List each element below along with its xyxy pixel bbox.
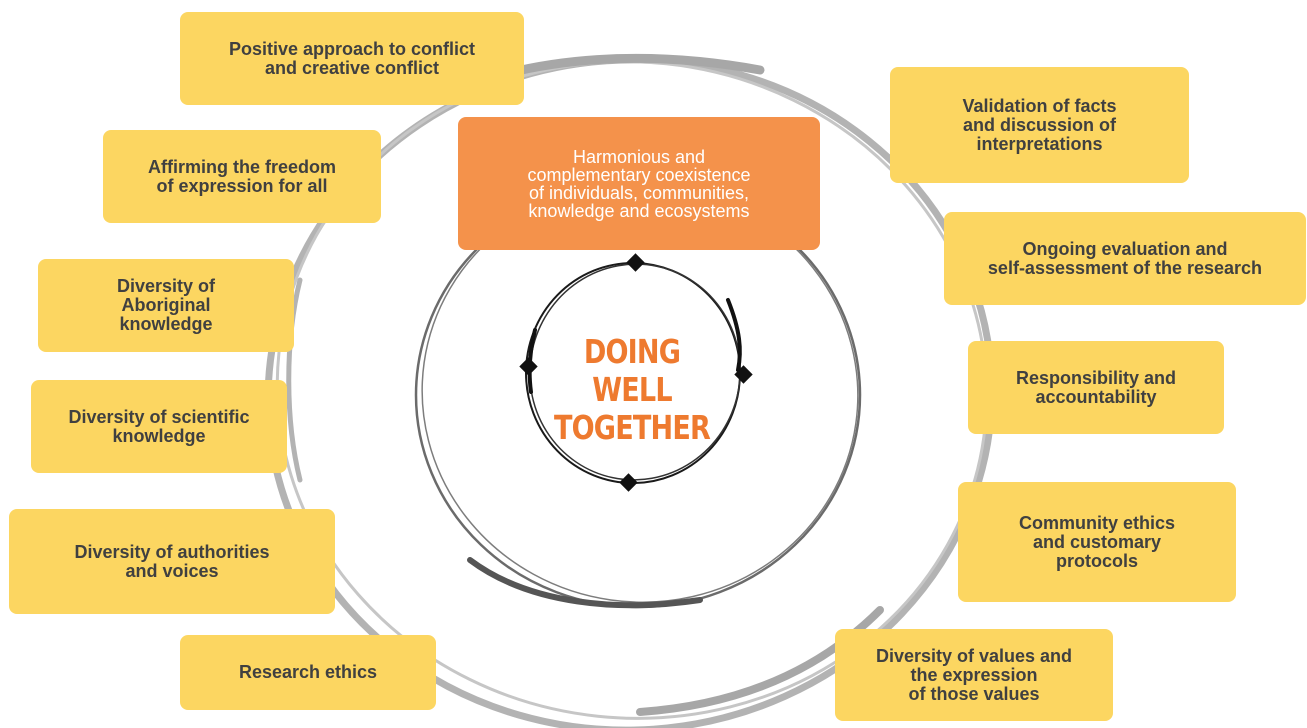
value-box-validation-facts: Validation of facts and discussion of in…	[890, 67, 1189, 183]
ring-markers	[519, 253, 753, 492]
value-box-responsibility: Responsibility and accountability	[968, 341, 1224, 434]
value-box-scientific-knowledge: Diversity of scientific knowledge	[31, 380, 287, 473]
value-box-freedom-expression: Affirming the freedom of expression for …	[103, 130, 381, 223]
marker-right	[734, 365, 753, 384]
marker-left	[519, 357, 538, 376]
value-box-positive-conflict: Positive approach to conflict and creati…	[180, 12, 524, 105]
central-value-box: Harmonious and complementary coexistence…	[458, 117, 820, 250]
value-box-diversity-values: Diversity of values and the expression o…	[835, 629, 1113, 721]
marker-top	[626, 253, 645, 272]
value-box-research-ethics: Research ethics	[180, 635, 436, 710]
marker-bottom	[619, 473, 638, 492]
value-box-authorities-voices: Diversity of authorities and voices	[9, 509, 335, 614]
value-box-ongoing-evaluation: Ongoing evaluation and self-assessment o…	[944, 212, 1306, 305]
value-box-community-ethics: Community ethics and customary protocols	[958, 482, 1236, 602]
value-box-aboriginal-knowledge: Diversity of Aboriginal knowledge	[38, 259, 294, 352]
diagram-title: DOING WELL TOGETHER	[553, 332, 711, 447]
